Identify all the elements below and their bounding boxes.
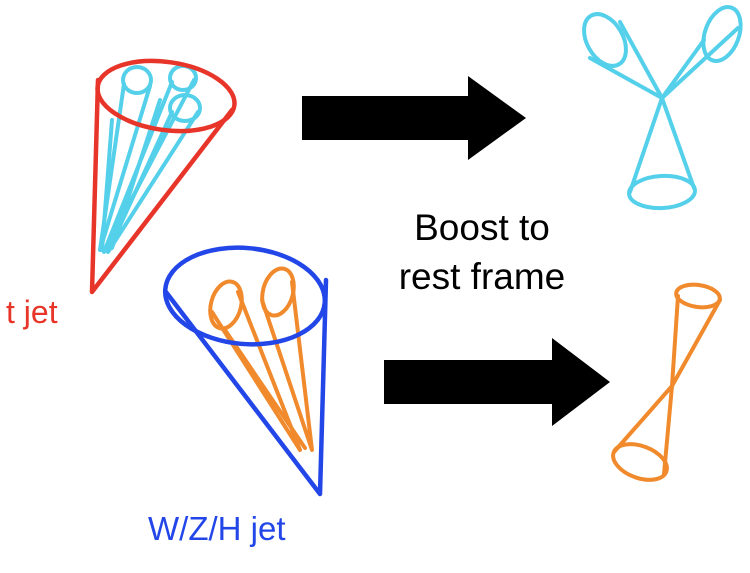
top-jet-cone	[92, 53, 239, 292]
wzh-jet-label: W/Z/H jet	[148, 512, 286, 545]
right-arrow-icon	[384, 338, 610, 426]
top-jet-subjets	[100, 66, 200, 252]
wzh-jet	[161, 241, 329, 494]
t-jet-label: t jet	[6, 296, 58, 328]
top-jet	[92, 53, 239, 292]
top-rest-frame-decay	[575, 2, 747, 210]
right-arrow-icon	[302, 76, 526, 160]
boost-caption-line1: Boost to	[372, 204, 592, 253]
wzh-jet-subjets	[205, 265, 312, 450]
boost-caption: Boost to rest frame	[372, 204, 592, 302]
boost-caption-line2: rest frame	[372, 253, 592, 302]
boson-rest-frame-decay	[608, 282, 721, 487]
